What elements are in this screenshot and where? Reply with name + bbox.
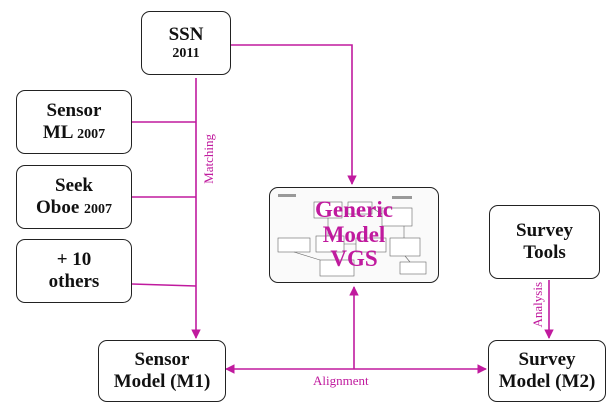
others-line1: + 10 bbox=[56, 249, 92, 271]
edge-ssn-to-generic bbox=[230, 44, 357, 185]
survey-tools-line2: Tools bbox=[523, 242, 566, 263]
matching-label: Matching bbox=[201, 134, 216, 184]
edge-others-branch bbox=[131, 283, 197, 287]
sensorml-line1: Sensor bbox=[46, 100, 102, 122]
seekoboe-line1: Seek bbox=[55, 175, 93, 197]
ssn-title: SSN bbox=[168, 24, 204, 46]
survey-model-line2: Model (M2) bbox=[498, 371, 596, 392]
sensorml-node: Sensor ML 2007 bbox=[16, 90, 132, 154]
sensor-model-line1: Sensor bbox=[134, 349, 190, 371]
generic-title: Generic Model VGS bbox=[270, 188, 438, 282]
seekoboe-node: Seek Oboe 2007 bbox=[16, 165, 132, 229]
ssn-year: 2011 bbox=[172, 45, 200, 61]
seekoboe-name: Oboe bbox=[35, 197, 80, 218]
survey-tools-line1: Survey bbox=[516, 220, 573, 242]
survey-model-node: Survey Model (M2) bbox=[488, 340, 606, 402]
seekoboe-year: 2007 bbox=[84, 202, 113, 217]
generic-line1: Generic bbox=[315, 196, 393, 222]
analysis-label: Analysis bbox=[530, 282, 545, 328]
seekoboe-line2: Oboe 2007 bbox=[36, 197, 112, 219]
others-node: + 10 others bbox=[16, 239, 132, 303]
alignment-label: Alignment bbox=[313, 373, 369, 388]
generic-line3: VGS bbox=[330, 246, 378, 272]
survey-model-line1: Survey bbox=[518, 349, 576, 371]
sensor-model-node: Sensor Model (M1) bbox=[98, 340, 226, 402]
survey-tools-node: Survey Tools bbox=[489, 205, 600, 279]
others-line2: others bbox=[48, 271, 100, 292]
sensor-model-line2: Model (M1) bbox=[113, 371, 211, 392]
generic-model-node: Generic Model VGS bbox=[269, 187, 439, 283]
generic-line2: Model bbox=[322, 221, 386, 247]
uml-diagram-image bbox=[277, 194, 427, 277]
sensorml-name: ML bbox=[42, 122, 73, 143]
ssn-node: SSN 2011 bbox=[141, 11, 231, 75]
sensorml-year: 2007 bbox=[77, 127, 106, 142]
sensorml-line2: ML 2007 bbox=[43, 122, 105, 144]
